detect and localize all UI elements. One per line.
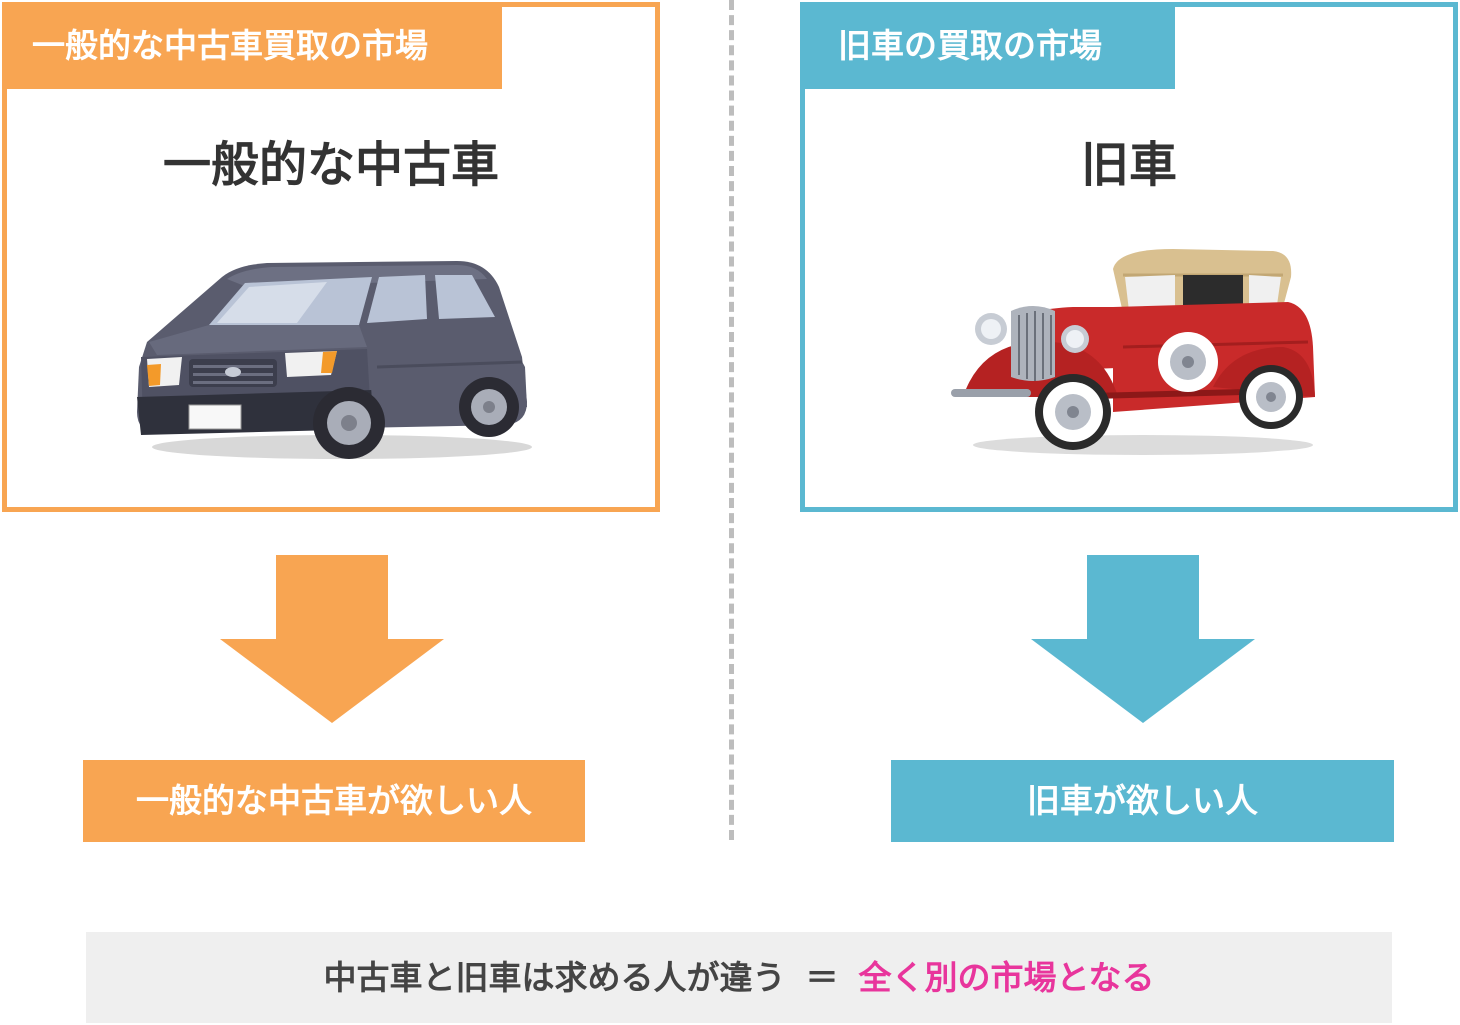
- summary-text: 中古車と旧車は求める人が違う: [323, 958, 786, 997]
- general-used-car-heading: 一般的な中古車: [162, 137, 499, 193]
- classic-car-heading: 旧車: [1080, 137, 1177, 193]
- classic-buyer-label: 旧車が欲しい人: [891, 760, 1394, 842]
- classic-car-market-panel: 旧車の買取の市場 旧車: [800, 2, 1458, 512]
- general-buyer-label: 一般的な中古車が欲しい人: [83, 760, 585, 842]
- equals-sign: ＝: [805, 958, 839, 997]
- classic-car-icon: [951, 249, 1315, 455]
- down-arrow-icon: [220, 555, 444, 723]
- classic-market-tab-label: 旧車の買取の市場: [800, 2, 1175, 89]
- summary-conclusion: 全く別の市場となる: [858, 958, 1155, 997]
- general-used-car-market-panel: 一般的な中古車買取の市場 一般的な中古車: [2, 2, 660, 512]
- general-market-tab-label: 一般的な中古車買取の市場: [2, 2, 502, 89]
- suv-car-icon: [137, 261, 532, 459]
- summary-banner: 中古車と旧車は求める人が違う ＝ 全く別の市場となる: [86, 932, 1392, 1023]
- down-arrow-icon: [1031, 555, 1255, 723]
- center-divider-line: [729, 0, 734, 840]
